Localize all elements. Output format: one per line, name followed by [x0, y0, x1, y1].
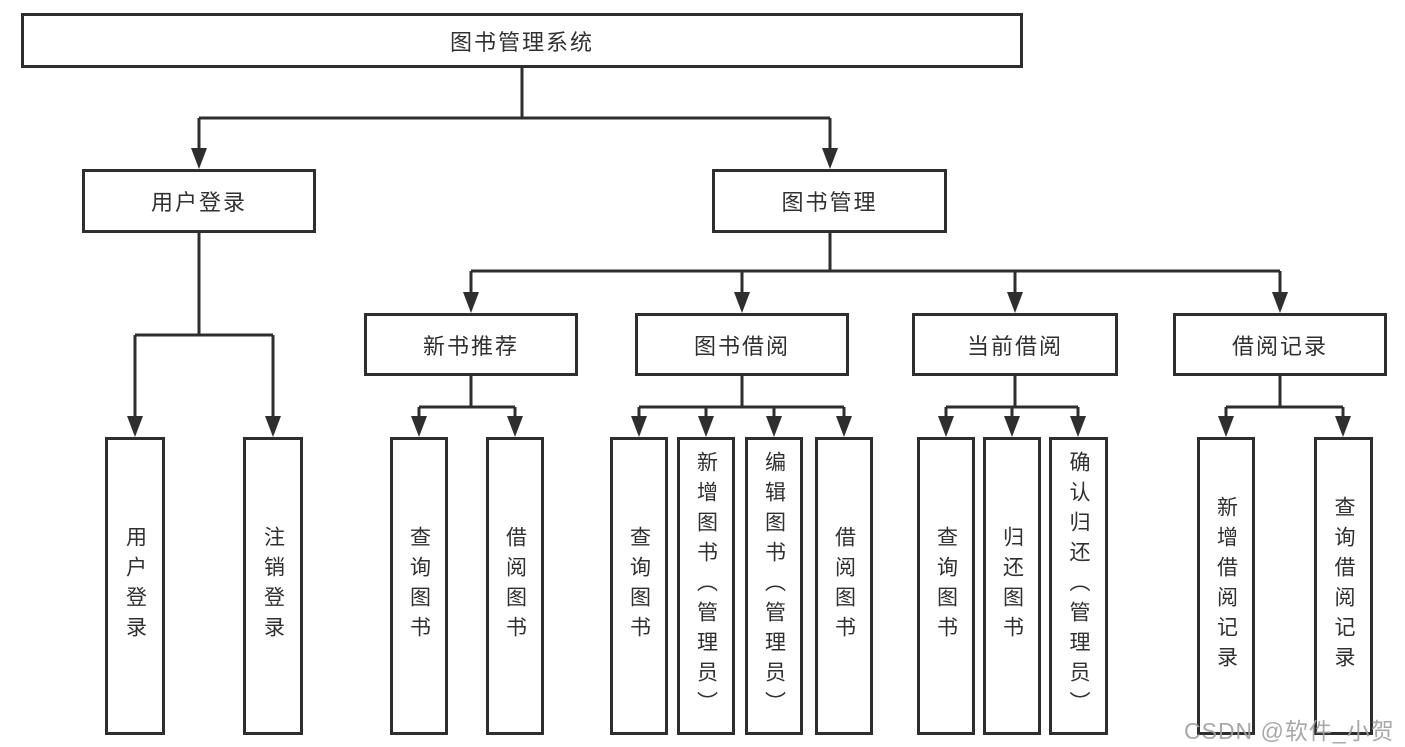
leaf-add-borrow-record: 新增借阅记录 — [1197, 437, 1255, 735]
leaf-query-borrow-record: 查询借阅记录 — [1314, 437, 1373, 735]
node-book-borrow: 图书借阅 — [635, 313, 849, 376]
node-user-login: 用户登录 — [82, 169, 316, 233]
leaf-query-books-current: 查询图书 — [917, 437, 975, 735]
node-library-management-system: 图书管理系统 — [21, 13, 1023, 68]
leaf-return-books: 归还图书 — [983, 437, 1041, 735]
node-current-borrow: 当前借阅 — [912, 313, 1118, 376]
node-borrow-records: 借阅记录 — [1173, 313, 1387, 376]
leaf-logout-login: 注销登录 — [243, 437, 303, 735]
leaf-query-books-recommend: 查询图书 — [390, 437, 448, 735]
leaf-add-books-admin: 新增图书（管理员） — [677, 437, 735, 735]
leaf-user-login: 用户登录 — [105, 437, 165, 735]
leaf-confirm-return-admin: 确认归还（管理员） — [1049, 437, 1108, 735]
leaf-borrow-books-recommend: 借阅图书 — [486, 437, 544, 735]
node-new-book-recommend: 新书推荐 — [364, 313, 578, 376]
leaf-borrow-books: 借阅图书 — [815, 437, 873, 735]
node-book-management: 图书管理 — [712, 169, 947, 233]
csdn-watermark: CSDN @软件_小贺同学 — [1184, 718, 1395, 744]
leaf-edit-books-admin: 编辑图书（管理员） — [745, 437, 803, 735]
leaf-query-books-borrow: 查询图书 — [610, 437, 668, 735]
